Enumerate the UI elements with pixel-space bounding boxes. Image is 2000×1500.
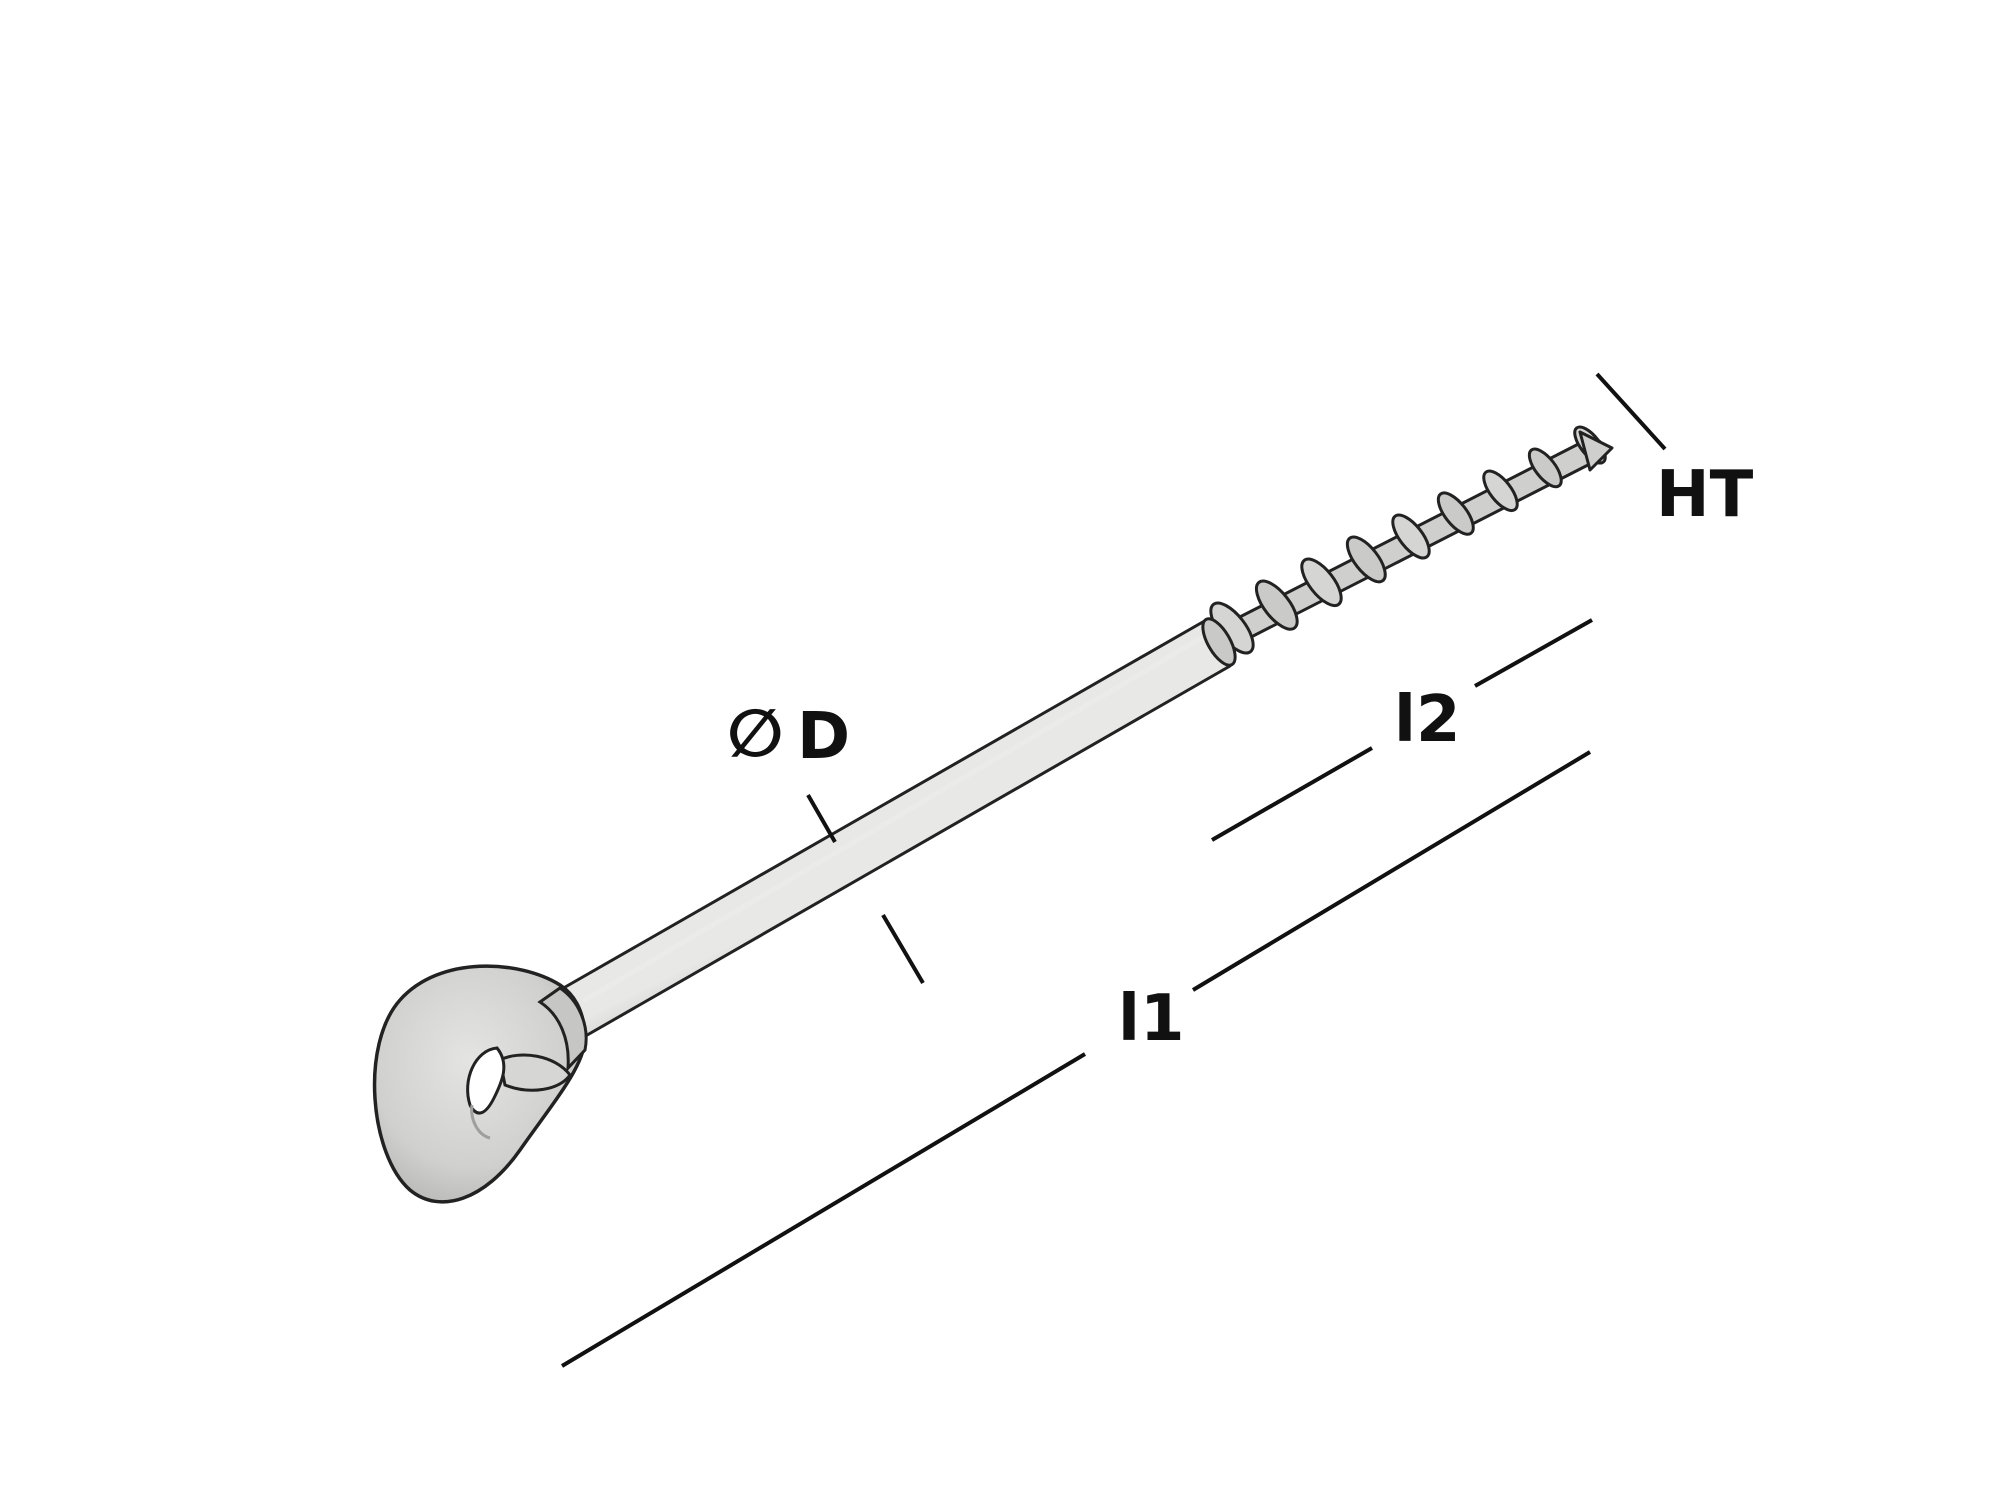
l1-line-lower xyxy=(560,1052,1087,1368)
screw-tip xyxy=(1578,430,1614,472)
thread-turn xyxy=(1482,469,1519,513)
thread-turn xyxy=(1436,491,1475,536)
thread-turn xyxy=(1345,535,1387,584)
thread-tick xyxy=(1595,372,1667,451)
thread-turn xyxy=(1527,447,1563,489)
dimension-labels: ∅ D HT l2 l1 xyxy=(727,458,1754,1056)
thread-turn xyxy=(1254,579,1299,631)
l2-line-lower xyxy=(1211,746,1373,842)
thread-turns xyxy=(1209,425,1614,655)
dimension-lines xyxy=(560,372,1667,1368)
screw-eye xyxy=(372,964,588,1204)
screw-thread xyxy=(1207,425,1614,655)
thread-turn xyxy=(1300,557,1343,608)
thread-length-label: l2 xyxy=(1394,683,1460,757)
total-length-label: l1 xyxy=(1118,982,1184,1056)
l2-line-upper xyxy=(1474,618,1593,688)
diameter-symbol: ∅ xyxy=(727,695,784,772)
thread-label: HT xyxy=(1656,458,1754,532)
diameter-tick-upper xyxy=(806,794,837,843)
diameter-tick-lower xyxy=(881,913,925,985)
diameter-label: D xyxy=(797,700,850,774)
l1-line-upper xyxy=(1191,750,1592,992)
screw-shaft xyxy=(558,617,1237,1040)
thread-turn xyxy=(1391,513,1431,560)
eye-screw xyxy=(372,425,1614,1204)
